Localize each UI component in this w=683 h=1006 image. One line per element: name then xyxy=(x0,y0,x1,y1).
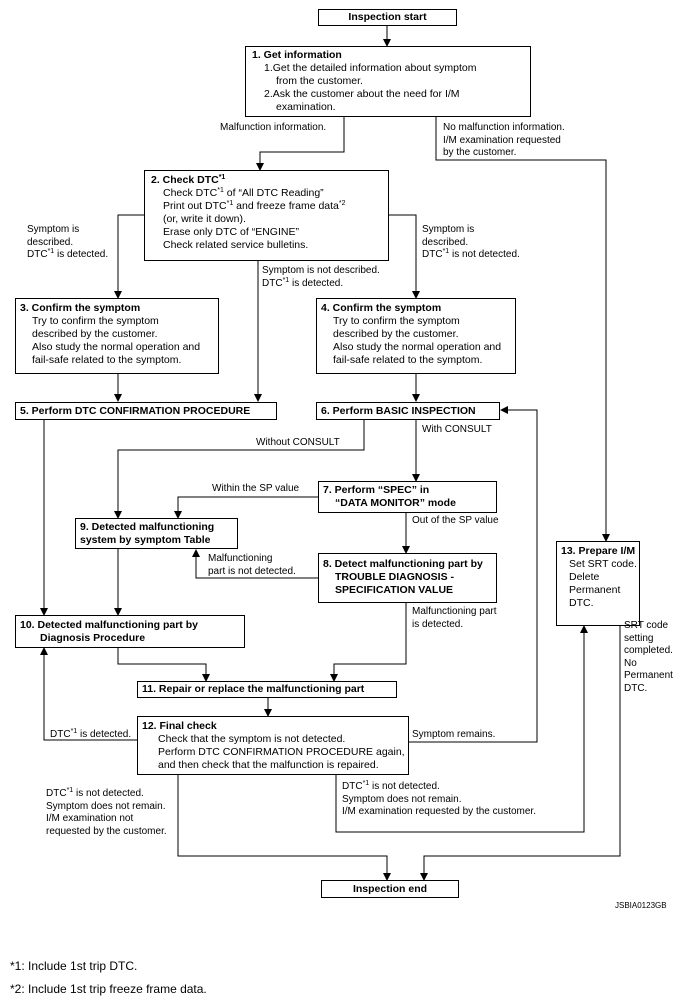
box-2-line-5: Check related service bulletins. xyxy=(163,239,309,251)
arrow-7-to-9 xyxy=(174,496,318,519)
arrow-2-to-4 xyxy=(388,214,420,299)
box-2-line-2: Print out DTC*1 and freeze frame data*2 xyxy=(163,200,346,212)
arrow-13-to-end xyxy=(420,626,621,881)
box-13-title: 13. Prepare I/M xyxy=(561,545,636,557)
box-4-line-1: Try to confirm the symptom xyxy=(333,315,460,327)
box-4-line-4: fail-safe related to the symptom. xyxy=(333,354,483,366)
box-9-symptom-table: 9. Detected malfunctioning system by sym… xyxy=(75,518,238,549)
box-13-line-3: Permanent xyxy=(569,584,621,596)
arrow-1-to-13 xyxy=(435,117,610,542)
box-7-line-2: “DATA MONITOR” mode xyxy=(335,497,456,509)
label-symptom-described-right: Symptom is described. DTC*1 is not detec… xyxy=(422,224,520,260)
box-4-line-2: described by the customer. xyxy=(333,328,459,340)
box-3-line-4: fail-safe related to the symptom. xyxy=(32,354,182,366)
label-dtc-not-detected-left: DTC*1 is not detected. Symptom does not … xyxy=(46,787,167,837)
box-1-title: 1. Get information xyxy=(252,49,342,61)
box-13-prepare-im: 13. Prepare I/M Set SRT code. Delete Per… xyxy=(556,541,640,626)
footnote-1: *1: Include 1st trip DTC. xyxy=(10,959,138,973)
arrow-8-to-11 xyxy=(330,603,407,682)
box-13-line-4: DTC. xyxy=(569,597,594,609)
box-12-line-1: Check that the symptom is not detected. xyxy=(158,733,346,745)
box-13-line-1: Set SRT code. xyxy=(569,558,637,570)
box-1-step-2: 2.Ask the customer about the need for I/… xyxy=(264,88,460,100)
box-10-line-2: Diagnosis Procedure xyxy=(40,632,146,644)
label-without-consult: Without CONSULT xyxy=(256,437,340,448)
box-12-title: 12. Final check xyxy=(142,720,217,732)
arrow-8-to-9 xyxy=(192,549,318,579)
label-dtc-detected-final: DTC*1 is detected. xyxy=(50,728,132,740)
arrow-10-to-11 xyxy=(117,648,210,682)
box-12-line-2: Perform DTC CONFIRMATION PROCEDURE again… xyxy=(158,746,405,758)
box-3-title: 3. Confirm the symptom xyxy=(20,302,141,314)
arrow-12-to-end-left xyxy=(177,775,391,881)
box-4-line-3: Also study the normal operation and xyxy=(333,341,502,353)
box-4-title: 4. Confirm the symptom xyxy=(321,302,442,314)
label-malfunction-info: Malfunction information. xyxy=(220,122,327,133)
arrow-2-to-3 xyxy=(114,214,144,299)
box-inspection-start: Inspection start xyxy=(318,9,457,26)
arrow-6-to-9 xyxy=(114,419,365,519)
box-1-get-information: 1. Get information 1.Get the detailed in… xyxy=(245,46,531,117)
box-6-basic-inspection: 6. Perform BASIC INSPECTION xyxy=(316,402,500,420)
figure-code: JSBIA0123GB xyxy=(615,901,667,910)
label-dtc-not-detected-mid: DTC*1 is not detected. Symptom does not … xyxy=(342,780,536,817)
label-out-of-sp-value: Out of the SP value xyxy=(412,515,499,526)
footnote-2: *2: Include 1st trip freeze frame data. xyxy=(10,982,207,996)
box-8-line-2: TROUBLE DIAGNOSIS - xyxy=(335,571,455,583)
box-2-check-dtc: 2. Check DTC*1 Check DTC*1 of “All DTC R… xyxy=(144,170,389,261)
box-4-confirm-symptom: 4. Confirm the symptom Try to confirm th… xyxy=(316,298,516,374)
box-9-line-2: system by symptom Table xyxy=(80,534,211,546)
box-3-line-3: Also study the normal operation and xyxy=(32,341,201,353)
box-8-line-1: 8. Detect malfunctioning part by xyxy=(323,558,483,570)
box-2-line-1: Check DTC*1 of “All DTC Reading” xyxy=(163,187,324,199)
label-malfunction-detected: Malfunctioning part is detected. xyxy=(412,606,497,630)
arrow-12-to-6 xyxy=(409,406,538,743)
box-7-perform-spec: 7. Perform “SPEC” in “DATA MONITOR” mode xyxy=(318,481,497,513)
label-symptom-remains: Symptom remains. xyxy=(412,729,496,740)
box-12-line-3: and then check that the malfunction is r… xyxy=(158,759,379,771)
label-malfunction-not-detected: Malfunctioning part is not detected. xyxy=(208,553,296,577)
box-12-final-check: 12. Final check Check that the symptom i… xyxy=(137,716,409,775)
label-no-malfunction-info: No malfunction information. I/M examinat… xyxy=(443,122,565,158)
label-symptom-not-described: Symptom is not described. DTC*1 is detec… xyxy=(262,265,380,289)
box-8-line-3: SPECIFICATION VALUE xyxy=(335,584,454,596)
box-inspection-end: Inspection end xyxy=(321,880,459,898)
box-5-dtc-confirmation: 5. Perform DTC CONFIRMATION PROCEDURE xyxy=(15,402,277,420)
box-1-step-2-cont: examination. xyxy=(276,101,336,113)
box-1-step-1-cont: from the customer. xyxy=(276,75,363,87)
box-13-line-2: Delete xyxy=(569,571,600,583)
box-2-line-3: (or, write it down). xyxy=(163,213,246,225)
box-3-line-2: described by the customer. xyxy=(32,328,158,340)
box-7-line-1: 7. Perform “SPEC” in xyxy=(323,484,430,496)
box-9-line-1: 9. Detected malfunctioning xyxy=(80,521,215,533)
box-11-repair-replace: 11. Repair or replace the malfunctioning… xyxy=(137,681,397,698)
box-2-title: 2. Check DTC*1 xyxy=(151,174,226,186)
arrow-12-to-10 xyxy=(40,647,137,741)
box-10-diagnosis-procedure: 10. Detected malfunctioning part by Diag… xyxy=(15,615,245,648)
box-3-confirm-symptom: 3. Confirm the symptom Try to confirm th… xyxy=(15,298,219,374)
label-symptom-described-left: Symptom is described. DTC*1 is detected. xyxy=(27,224,109,260)
arrow-1-to-2 xyxy=(256,117,345,171)
box-1-step-1: 1.Get the detailed information about sym… xyxy=(264,62,477,74)
label-with-consult: With CONSULT xyxy=(422,424,492,435)
box-3-line-1: Try to confirm the symptom xyxy=(32,315,159,327)
label-within-sp-value: Within the SP value xyxy=(212,483,300,494)
label-srt-code-completed: SRT code setting completed. No Permanent… xyxy=(624,620,673,694)
box-8-detect-spec-value: 8. Detect malfunctioning part by TROUBLE… xyxy=(318,553,497,603)
arrow-12-to-13 xyxy=(335,625,588,833)
box-10-line-1: 10. Detected malfunctioning part by xyxy=(20,619,198,631)
box-2-line-4: Erase only DTC of “ENGINE” xyxy=(163,226,299,238)
